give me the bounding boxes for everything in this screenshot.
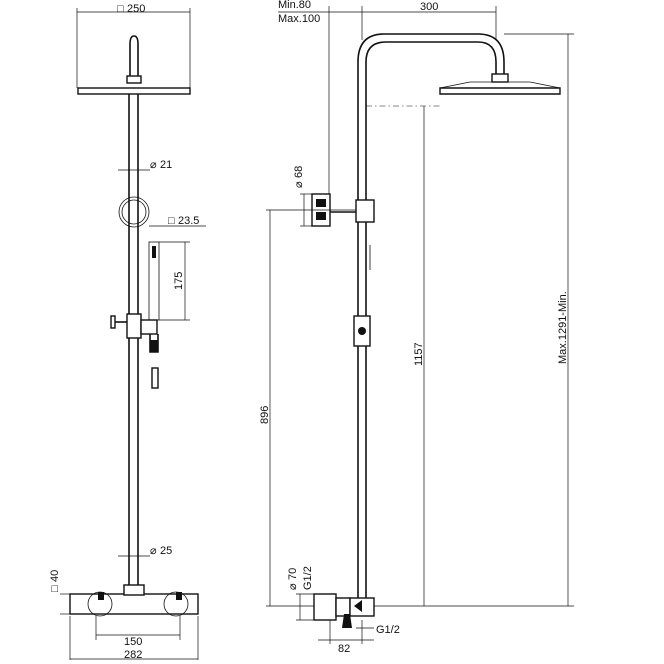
width-label: 282: [124, 649, 142, 661]
wall-bracket-ring-inner: [121, 199, 147, 225]
front-view: □ 250 ⌀ 21 □ 23.5 175: [49, 3, 206, 661]
total-height-label: Max.1291-Min.: [557, 291, 569, 364]
hose-end: [151, 367, 159, 389]
wall-bracket-screw-top: [316, 199, 326, 207]
arm-reach-label: 300: [420, 1, 438, 13]
slide-holder: [126, 313, 142, 339]
valve-inlet-plate: [313, 593, 337, 621]
hose-holder-fill: [150, 340, 158, 352]
valve-riser-connector: [123, 584, 145, 596]
handshower-nozzle: [152, 246, 156, 258]
valve-stop-left: [98, 592, 104, 600]
head-size-square-symbol: □: [117, 3, 124, 15]
outlet-thread-label: G1/2: [376, 624, 400, 636]
shower-head-side: [439, 87, 561, 95]
wall-bracket-clamp: [355, 199, 375, 223]
rail-height-label: 1157: [413, 342, 425, 366]
inlet-thread-vertical-label: G1/2: [302, 566, 314, 590]
shower-head-cap-right: [529, 81, 561, 89]
arm-connector-front: [126, 75, 142, 84]
projection-label: 82: [338, 643, 350, 655]
inlet-diameter-label: 70: [287, 568, 299, 580]
shower-arm-front: [129, 35, 139, 78]
handshower-length-label: 175: [173, 272, 185, 290]
valve-depth-label: 40: [49, 570, 61, 582]
shower-arm-outer: [357, 33, 505, 74]
slide-holder-knob: [358, 327, 366, 335]
slide-knob-end: [110, 315, 116, 329]
bracket-diameter-label: 68: [293, 166, 305, 178]
pipe-diameter-symbol: ⌀: [150, 545, 157, 557]
arm-connector-side: [491, 73, 509, 83]
shower-head-plate: [77, 87, 191, 95]
side-view: Min.80 Max.100 300 ⌀ 68: [259, 0, 574, 655]
shower-head-cap-left: [439, 81, 471, 89]
arm-diameter-symbol: ⌀: [150, 159, 157, 171]
inlet-diameter-symbol: ⌀: [287, 583, 299, 590]
pipe-diameter-label: 25: [160, 545, 172, 557]
shower-arm-inner: [365, 41, 497, 74]
valve-stop-right: [176, 592, 182, 600]
centers-label: 150: [124, 636, 142, 648]
handshower-square-symbol: □: [168, 215, 175, 227]
bracket-height-label: 896: [259, 406, 271, 424]
arm-diameter-label: 21: [160, 159, 172, 171]
valve-body-side: [335, 597, 351, 617]
valve-inlet-nozzle: [342, 614, 352, 628]
wall-bracket-ring: [118, 196, 150, 228]
handshower-square-label: 23.5: [178, 215, 199, 227]
head-size-label: 250: [127, 3, 145, 15]
arm-min-label: Min.80: [278, 0, 311, 11]
hose-connector: [140, 319, 158, 335]
arm-max-label: Max.100: [278, 13, 320, 25]
valve-depth-square-symbol: □: [49, 585, 61, 592]
wall-bracket-screw-bottom: [316, 212, 326, 220]
valve-outlet-nozzle: [354, 600, 362, 612]
bracket-diameter-symbol: ⌀: [293, 181, 305, 188]
